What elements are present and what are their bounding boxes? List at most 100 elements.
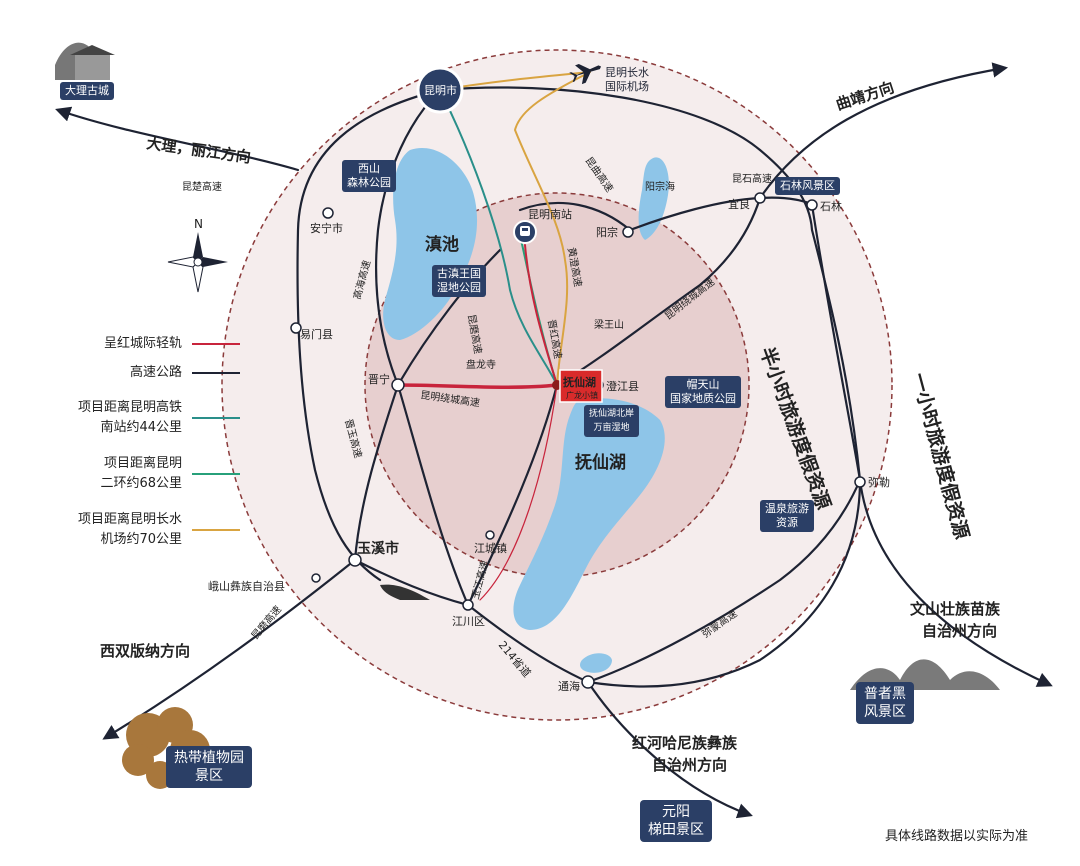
jiangchuan-label: 江川区 <box>452 615 485 628</box>
one-hour-ring-label: 一小时旅游度假资源 <box>907 370 973 541</box>
legend-rail-swatch <box>192 343 240 345</box>
route-rail-jinning <box>396 383 559 389</box>
legend-hsr: 项目距离昆明高铁南站约44公里 <box>40 390 240 446</box>
legend-ring-swatch <box>192 473 240 475</box>
badge-mingtian: 帽天山国家地质公园 <box>665 376 741 408</box>
yuxi-label: 玉溪市 <box>357 540 399 557</box>
legend-airport-swatch <box>192 529 240 531</box>
direction-honghe-line2: 自治州方向 <box>652 756 727 774</box>
eshan-label: 峨山彝族自治县 <box>208 579 285 593</box>
node-eshan <box>311 573 321 583</box>
legend-highway: 高速公路 <box>40 356 240 390</box>
road-shishi <box>518 196 814 232</box>
direction-dali: 大理，丽江方向 <box>145 134 251 166</box>
panlong-label: 盘龙寺 <box>466 358 496 371</box>
highspeed-train-icon <box>380 584 430 600</box>
node-yuxi <box>348 553 362 567</box>
road-ring-west <box>396 248 502 387</box>
node-tonghai <box>581 675 595 689</box>
tonghai-label: 通海 <box>558 679 580 693</box>
badge-airport: 昆明长水国际机场 <box>605 66 649 93</box>
kunming-label: 昆明市 <box>424 83 457 97</box>
direction-wenshan: 文山壮族苗族 自治州方向 <box>910 600 1005 640</box>
shilin-label: 石林 <box>820 199 842 213</box>
legend-rail-label: 呈红城际轻轨 <box>103 336 182 351</box>
node-yiliang <box>754 192 766 204</box>
legend-highway-swatch <box>192 372 240 374</box>
legend: 呈红城际轻轨 高速公路 项目距离昆明高铁南站约44公里 项目距离昆明二环约68公… <box>40 332 240 558</box>
road-jiangcheng <box>466 383 559 607</box>
road-label-chuxiong: 昆楚高速 <box>182 180 222 193</box>
badge-fuxian-north: 抚仙湖北岸万亩湿地 <box>584 405 640 437</box>
mile-label: 弥勒 <box>868 475 890 489</box>
train-icon <box>520 226 530 236</box>
badge-xishan: 西山森林公园 <box>342 160 396 192</box>
airplane-icon <box>569 63 602 85</box>
fuxian-lake <box>513 398 665 630</box>
node-jiangchuan <box>462 599 474 611</box>
road-jinning-yuxi <box>396 383 470 607</box>
road-kunmo <box>353 383 400 562</box>
legend-ring: 项目距离昆明二环约68公里 <box>40 446 240 502</box>
anning-label: 安宁市 <box>310 221 343 235</box>
project-label: 抚仙湖 <box>563 375 596 389</box>
yangzong-label: 阳宗 <box>596 225 618 239</box>
badge-puzhehei: 普者黑风景区 <box>856 682 914 724</box>
node-kunming <box>416 66 464 114</box>
node-jiangcheng <box>485 530 495 540</box>
direction-xishuangbanna: 西双版纳方向 <box>100 642 190 660</box>
legend-hsr-swatch <box>192 417 240 419</box>
fuxian-label: 抚仙湖 <box>575 452 626 473</box>
yangzonghai-label: 阳宗海 <box>645 180 675 193</box>
kunming-south-label: 昆明南站 <box>528 207 572 221</box>
node-mile <box>854 476 866 488</box>
dali-illustration <box>55 42 115 80</box>
legend-airport: 项目距离昆明长水机场约70公里 <box>40 502 240 558</box>
yiliang-label: 宜良 <box>728 197 750 211</box>
badge-dali: 大理古城 <box>60 82 114 100</box>
road-mimeng <box>586 478 862 684</box>
legend-hsr-label: 项目距离昆明高铁南站约44公里 <box>77 400 182 435</box>
footnote: 具体线路数据以实际为准 <box>884 829 1028 844</box>
compass-label: N <box>194 217 203 231</box>
legend-ring-label: 项目距离昆明二环约68公里 <box>100 456 182 491</box>
direction-honghe: 红河哈尼族彝族 自治州方向 <box>632 734 742 774</box>
xingyun-lake <box>580 653 612 673</box>
legend-airport-label: 项目距离昆明长水机场约70公里 <box>77 512 182 547</box>
yimen-label: 易门县 <box>300 327 333 341</box>
arrow-dali <box>55 106 300 172</box>
legend-rail: 呈红城际轻轨 <box>40 332 240 356</box>
badge-gudian: 古滇王国湿地公园 <box>432 265 486 297</box>
node-anning <box>322 207 334 219</box>
road-yujiang <box>353 558 470 607</box>
arrow-qujing <box>758 62 1009 200</box>
road-east-ring <box>438 86 862 688</box>
road-ring-east <box>555 196 762 387</box>
project-sublabel: 广龙小镇 <box>566 390 598 400</box>
dianchi-label: 滇池 <box>425 234 459 255</box>
chengjiang-label: 澄江县 <box>606 379 639 393</box>
node-jinning <box>391 378 405 392</box>
arrow-honghe <box>586 680 753 819</box>
badge-yuanyang: 元阳梯田景区 <box>640 800 712 842</box>
jinning-label: 晋宁 <box>368 372 390 386</box>
road-gaohai <box>374 88 442 387</box>
compass-icon <box>167 232 228 293</box>
node-shilin <box>806 199 818 211</box>
node-yimen <box>290 322 302 334</box>
direction-wenshan-line2: 自治州方向 <box>922 622 997 640</box>
direction-qujing: 曲靖方向 <box>834 78 897 114</box>
road-label-kunmo2: 昆磨高速 <box>248 603 284 642</box>
jiangcheng-label: 江城镇 <box>474 541 507 555</box>
direction-wenshan-line1: 文山壮族苗族 <box>910 600 1001 618</box>
route-rail-south <box>479 384 558 601</box>
legend-highway-label: 高速公路 <box>129 365 182 380</box>
badge-shilin: 石林风景区 <box>775 177 840 195</box>
road-label-shishi: 昆石高速 <box>732 172 772 185</box>
liangwang-label: 梁王山 <box>594 318 624 331</box>
direction-honghe-line1: 红河哈尼族彝族 <box>632 734 738 752</box>
node-yangzong <box>622 226 634 238</box>
badge-tropical: 热带植物园景区 <box>166 746 252 788</box>
badge-hot-spring: 温泉旅游资源 <box>760 500 814 532</box>
route-hsr <box>439 89 558 386</box>
